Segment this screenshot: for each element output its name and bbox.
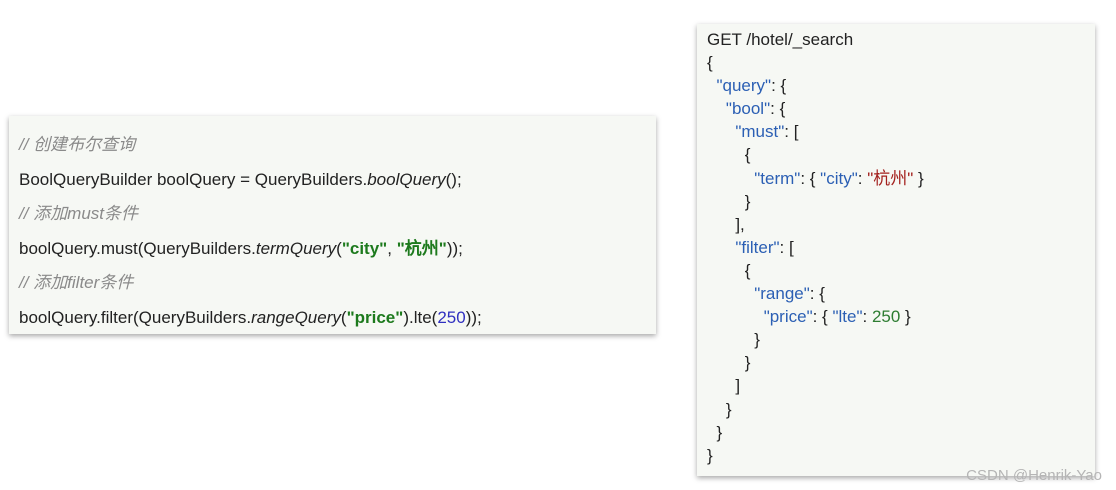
dsl-request-line: GET /hotel/_search [707, 30, 854, 49]
dsl-line: } [707, 191, 751, 211]
code-text: boolQuery.filter(QueryBuilders. [19, 307, 252, 327]
code-line-must: boolQuery.must(QueryBuilders.termQuery("… [19, 232, 646, 267]
dsl-line: "filter": [ [735, 237, 794, 257]
dsl-key: "price" [763, 307, 813, 327]
code-text: )); [465, 307, 482, 327]
dsl-line: ], [707, 214, 745, 234]
string-literal: "city" [341, 238, 388, 258]
dsl-line: } [707, 445, 713, 465]
code-text: boolQuery.must(QueryBuilders. [19, 238, 256, 258]
dsl-line: "query": { [716, 76, 787, 96]
method-name: termQuery [255, 238, 337, 258]
watermark: CSDN @Henrik-Yao [966, 467, 1102, 484]
dsl-line: { [707, 53, 713, 73]
dsl-line: } [707, 399, 732, 419]
method-name: rangeQuery [251, 307, 341, 327]
dsl-line: ] [707, 376, 741, 396]
java-code-block: // 创建布尔查询 BoolQueryBuilder boolQuery = Q… [9, 116, 656, 334]
dsl-key: "query" [716, 76, 772, 96]
dsl-key: "term" [754, 168, 801, 188]
code-text: BoolQueryBuilder boolQuery = QueryBuilde… [19, 169, 368, 189]
dsl-line: { [707, 145, 751, 165]
dsl-line: } [707, 330, 760, 350]
dsl-number-value: 250 [871, 307, 901, 327]
code-text: , [387, 238, 397, 258]
dsl-line: } [707, 422, 723, 442]
dsl-key: "range" [754, 284, 810, 304]
dsl-code-block: GET /hotel/_search { "query": { "bool": … [697, 24, 1095, 476]
code-text: )); [446, 238, 463, 258]
code-text: (); [445, 169, 462, 189]
dsl-line: "price": { "lte": 250 } [763, 307, 911, 327]
dsl-line: } [707, 353, 751, 373]
code-line-bool-query: BoolQueryBuilder boolQuery = QueryBuilde… [19, 163, 646, 198]
code-text: ( [336, 238, 342, 258]
dsl-line: "must": [ [735, 122, 799, 142]
comment-add-filter: // 添加filter条件 [19, 273, 134, 292]
string-literal: "杭州" [396, 238, 447, 258]
dsl-key: "city" [820, 168, 858, 188]
comment-create-bool-query: // 创建布尔查询 [19, 135, 136, 154]
dsl-line: "term": { "city": "杭州" } [754, 168, 924, 188]
number-literal: 250 [437, 307, 466, 327]
dsl-line: "bool": { [725, 99, 786, 119]
dsl-key: "filter" [735, 237, 780, 257]
code-text: ( [340, 307, 347, 327]
method-name: boolQuery [367, 169, 446, 189]
dsl-key: "lte" [832, 307, 863, 327]
dsl-line: { [707, 260, 751, 280]
string-literal: "price" [346, 307, 404, 327]
code-line-filter: boolQuery.filter(QueryBuilders.rangeQuer… [19, 301, 646, 336]
dsl-string-value: "杭州" [867, 168, 914, 188]
comment-add-must: // 添加must条件 [19, 204, 139, 223]
dsl-key: "must" [735, 122, 785, 142]
code-text: ).lte( [403, 307, 438, 327]
dsl-line: "range": { [754, 284, 825, 304]
dsl-key: "bool" [725, 99, 771, 119]
